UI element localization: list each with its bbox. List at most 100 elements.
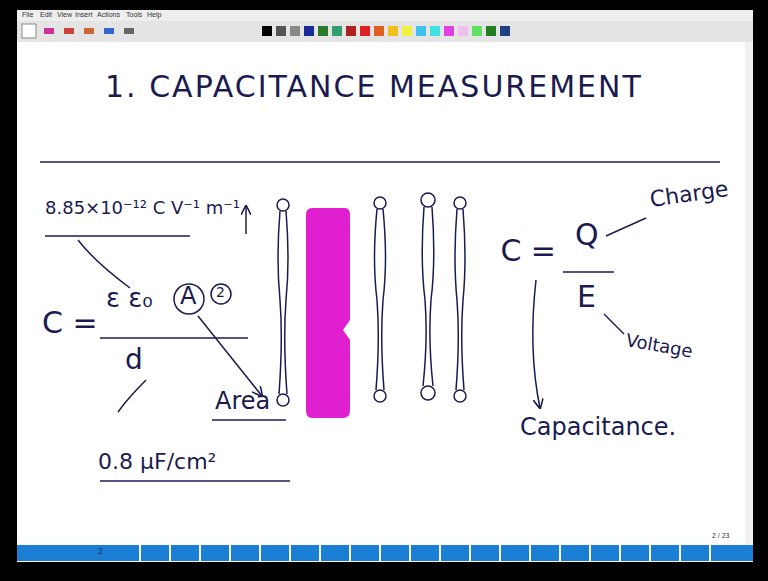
annotation: Capacitance. [520, 414, 676, 440]
divider [679, 545, 681, 561]
formula-numerator: ε ε₀ [106, 284, 153, 313]
color-swatch [500, 26, 510, 36]
divider [199, 545, 201, 561]
divider [709, 545, 711, 561]
color-swatch [486, 26, 496, 36]
lipid-tail [375, 209, 379, 390]
formula-numerator: Q [575, 218, 599, 251]
divider [529, 545, 531, 561]
menu-item: Actions [97, 11, 120, 19]
leader-arrow [245, 206, 247, 234]
fraction-bar [100, 337, 248, 339]
page-bar [17, 545, 753, 561]
color-swatch [262, 26, 272, 36]
menu-item: Edit [40, 11, 52, 19]
color-swatch [346, 26, 356, 36]
divider [589, 545, 591, 561]
divider [229, 545, 231, 561]
formula-lhs: C = [42, 306, 98, 339]
leader-line [604, 314, 624, 334]
divider [469, 545, 471, 561]
divider [499, 545, 501, 561]
lipid-head [421, 386, 435, 400]
color-swatch [458, 26, 468, 36]
leader-arrow [533, 280, 540, 408]
slide-title: 1. CAPACITANCE MEASUREMENT [105, 70, 643, 103]
lipid-tail [422, 207, 426, 386]
annotation: Area [215, 388, 270, 414]
leader-line [118, 380, 146, 412]
lipid-tail [430, 207, 434, 386]
menu-item: Help [147, 11, 161, 19]
tool-icon [104, 28, 114, 34]
color-swatch [332, 26, 342, 36]
tool-icon [124, 28, 134, 34]
color-swatch [374, 26, 384, 36]
toolbar-icons [22, 24, 510, 38]
color-swatch [360, 26, 370, 36]
divider [619, 545, 621, 561]
menu-item: Insert [75, 11, 93, 19]
color-swatch [304, 26, 314, 36]
color-swatch [472, 26, 482, 36]
lipid-head [277, 199, 289, 211]
formula-lhs: C = [500, 234, 556, 267]
lipid-tail [382, 209, 386, 390]
underline [45, 235, 190, 237]
divider [649, 545, 651, 561]
lipid-molecules [277, 193, 466, 406]
lipid-head [374, 390, 386, 402]
protein-highlight [306, 208, 350, 418]
annotation: 0.8 µF/cm² [98, 450, 216, 474]
scrollbar [745, 42, 753, 545]
divider [349, 545, 351, 561]
menu-item: Tools [126, 11, 142, 19]
divider [139, 545, 141, 561]
leader-line [606, 218, 646, 236]
underline [100, 480, 290, 482]
divider [559, 545, 561, 561]
lipid-head [454, 390, 466, 402]
circle-mark [211, 284, 231, 304]
lipid-tail [285, 211, 288, 394]
page-dividers [140, 545, 710, 561]
leader-line [78, 240, 130, 288]
page-counter: 2 / 23 [712, 532, 730, 540]
circle-mark [174, 284, 204, 314]
lipid-head [374, 197, 386, 209]
fraction-bar [563, 271, 614, 273]
tool-icon [44, 28, 54, 34]
menu-item: View [57, 11, 72, 19]
menu-bar [17, 10, 753, 21]
divider [409, 545, 411, 561]
color-swatch [430, 26, 440, 36]
formula-denominator: d [125, 345, 143, 376]
tool-icon [84, 28, 94, 34]
menu-item: File [22, 11, 33, 19]
color-swatch [290, 26, 300, 36]
page-number: 2 [98, 547, 103, 557]
tool-icon [22, 24, 36, 38]
leader-arrow [198, 316, 262, 396]
lipid-tail [455, 209, 458, 390]
divider [259, 545, 261, 561]
color-swatch [276, 26, 286, 36]
divider [169, 545, 171, 561]
divider [319, 545, 321, 561]
underline [212, 419, 286, 421]
lipid-head [454, 197, 466, 209]
color-swatch [318, 26, 328, 36]
color-swatch [402, 26, 412, 36]
lipid-tail [278, 211, 281, 394]
lipid-head [421, 193, 435, 207]
formula-symbol: A [180, 283, 196, 309]
lipid-head [277, 394, 289, 406]
lipid-tail [462, 209, 465, 390]
page [17, 10, 753, 562]
divider [289, 545, 291, 561]
title-rule [40, 161, 720, 163]
divider [439, 545, 441, 561]
circled-number: 2 [216, 285, 225, 300]
